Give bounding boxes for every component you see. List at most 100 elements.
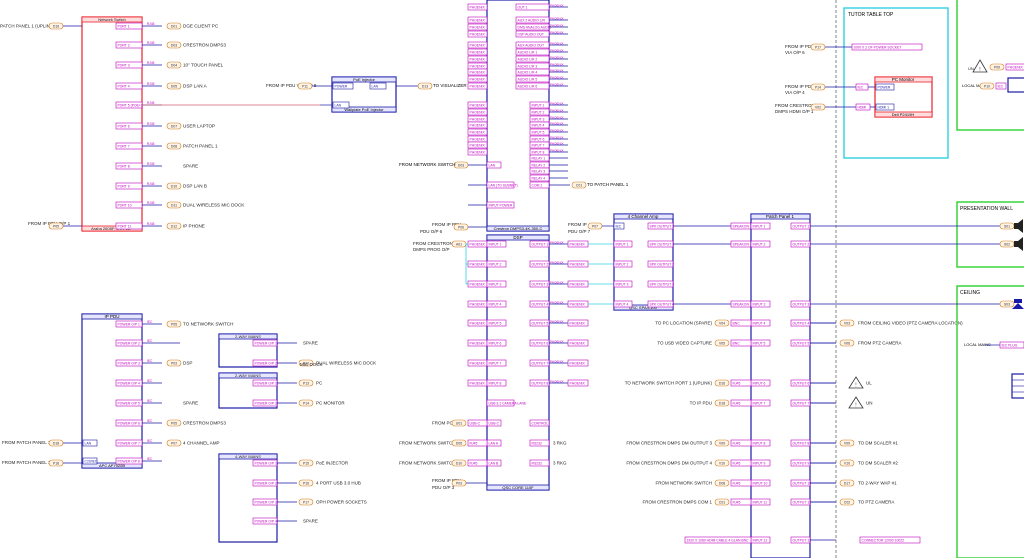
crestron-in-2: DMPS PROG O/P <box>413 247 450 252</box>
dsp-phoenix-tag: PHOENIX <box>470 303 486 307</box>
amp-input: INPUT 4 <box>616 303 629 307</box>
patch-conn-tag-box <box>730 339 752 347</box>
patch-left-label: TO IP PDU <box>690 401 712 406</box>
poe-injector-title: PoE Injector <box>353 77 375 82</box>
switch-port: PORT 5 (POE+) <box>118 104 142 108</box>
dmps-phoenix-tag-box <box>467 108 488 116</box>
cable-ref: D13 <box>422 85 428 89</box>
amp-iec: IEC <box>616 225 622 229</box>
patch-output: OUTPUT 8 <box>793 442 810 446</box>
dmps-audio-port: AUX AUDIO OUT <box>518 44 545 48</box>
cable-ref: D12 <box>171 225 177 229</box>
speakon-tag: SPEAKON <box>733 225 750 229</box>
cable-ref: U01 <box>456 422 462 426</box>
cable-ref-box <box>166 22 182 30</box>
poe-injector[interactable]: PoE Injector Wallplate PoE Injector FROM… <box>266 76 467 113</box>
dmps-phoenix-tag: PHOENIX <box>470 85 486 89</box>
dsp-control: CONTROL <box>532 422 549 426</box>
dmps-out-type: PHOENIX <box>550 149 564 153</box>
dmps-phoenix-tag: PHOENIX <box>470 26 486 30</box>
cable-ref: C01 <box>576 184 582 188</box>
amp-power-from: FROM IP <box>568 222 587 227</box>
dsp-phoenix-tag: PHOENIX <box>470 362 486 366</box>
dmps-input-port: INPUT 7 <box>532 144 545 148</box>
pdu-output: POWER O/P 7 <box>118 442 140 446</box>
cable-ref: P10 <box>984 85 990 89</box>
dmps-phoenix-tag-box <box>467 121 488 129</box>
dsp-usb-lane: USB 3.1 CAMERA LANE <box>489 402 527 406</box>
cable-ref-box <box>839 339 855 347</box>
dmps-phoenix-tag-box <box>467 101 488 109</box>
dmps-phoenix-tag-box <box>467 30 488 38</box>
patch-input: INPUT 6 <box>753 382 766 386</box>
cable-ref-box <box>451 459 467 467</box>
rj45-label: RJ45 <box>147 222 155 226</box>
cable-ref: P09 <box>994 66 1000 70</box>
dsp-output: OUTPUT 8 <box>532 382 549 386</box>
monitor-power-box <box>875 83 895 91</box>
tutor-table-top[interactable]: TUTOR TABLE TOP PC Monitor Dell P2419H F… <box>775 7 949 159</box>
dmps-phoenix-tag: PHOENIX <box>470 138 486 142</box>
patch-input-box <box>750 300 771 308</box>
rj45-label: RJ45 <box>147 162 155 166</box>
iec-label: IEC <box>147 339 153 343</box>
cable-ref: D04 <box>171 64 177 68</box>
dsp-out-type: PHOENIX <box>550 281 564 285</box>
cable-ref-box <box>417 82 433 90</box>
mains-dest-cont: MIC DOCK <box>300 362 323 367</box>
rt-iec: IEC <box>998 85 1004 89</box>
dsp-input-box <box>486 260 507 268</box>
rj45-label: RJ45 <box>147 122 155 126</box>
rj45-label: RJ45 <box>147 22 155 26</box>
mains_c-frame <box>218 453 278 543</box>
dsp-phoenix-out: PHOENIX <box>570 382 586 386</box>
dmps-phoenix-tag: PHOENIX <box>470 71 486 75</box>
patch-output: OUTPUT 2 <box>793 243 810 247</box>
dmps-phoenix-tag: PHOENIX <box>470 104 486 108</box>
cable-ref: P17 <box>815 46 821 50</box>
network-switch[interactable]: Network Switch Araba 2608F: 8 x PoE+ POR… <box>0 16 332 232</box>
dmps-out-type: PHOENIX <box>550 129 564 133</box>
tutor-from-crestron: FROM CRESTRON <box>775 103 815 108</box>
patch-input: INPUT 2 <box>753 243 766 247</box>
pc-monitor-model: Dell P2419H <box>892 112 915 117</box>
poe-injector-from: FROM IP PDU VIA O/P 8 <box>266 83 317 88</box>
dsp-usb-tag: USB-C <box>470 422 481 426</box>
cable-ref: D18 <box>53 442 59 446</box>
dmps-out-type: PHOENIX <box>550 136 564 140</box>
switch-power-from: FROM IP PDU O/P 1 <box>28 221 71 226</box>
network-switch-model: Araba 2608F: 8 x PoE+ <box>91 226 133 231</box>
poe-power-port: POWER <box>335 85 348 89</box>
dsp-phoenix-out: PHOENIX <box>570 342 586 346</box>
cable-ref: S03 <box>1004 303 1010 307</box>
patch-conn-tag-box <box>730 459 752 467</box>
mains-dest: 4 PORT USB 3.0 HUB <box>316 481 361 486</box>
dsp-input-box <box>486 319 507 327</box>
poe-in-port: LAN <box>335 104 342 108</box>
dsp-phoenix-out: PHOENIX <box>570 362 586 366</box>
dsp-input-box <box>486 339 507 347</box>
warning-icon <box>848 396 864 409</box>
pdu-iec-from: FROM PATCH PANEL 1 <box>2 460 51 465</box>
cable-ref-box <box>979 82 995 90</box>
dmps-out-type: PHOENIX <box>550 83 564 87</box>
dsp-input-box <box>486 359 507 367</box>
cable-ref-box <box>298 399 314 407</box>
patch-output: OUTPUT 6 <box>793 382 810 386</box>
cable-ref-box <box>298 498 314 506</box>
cable-ref: P17 <box>303 501 309 505</box>
cable-ref-box <box>298 459 314 467</box>
dmps-phoenix-tag-box <box>467 82 488 90</box>
dsp-phoenix-out-box <box>567 319 589 327</box>
